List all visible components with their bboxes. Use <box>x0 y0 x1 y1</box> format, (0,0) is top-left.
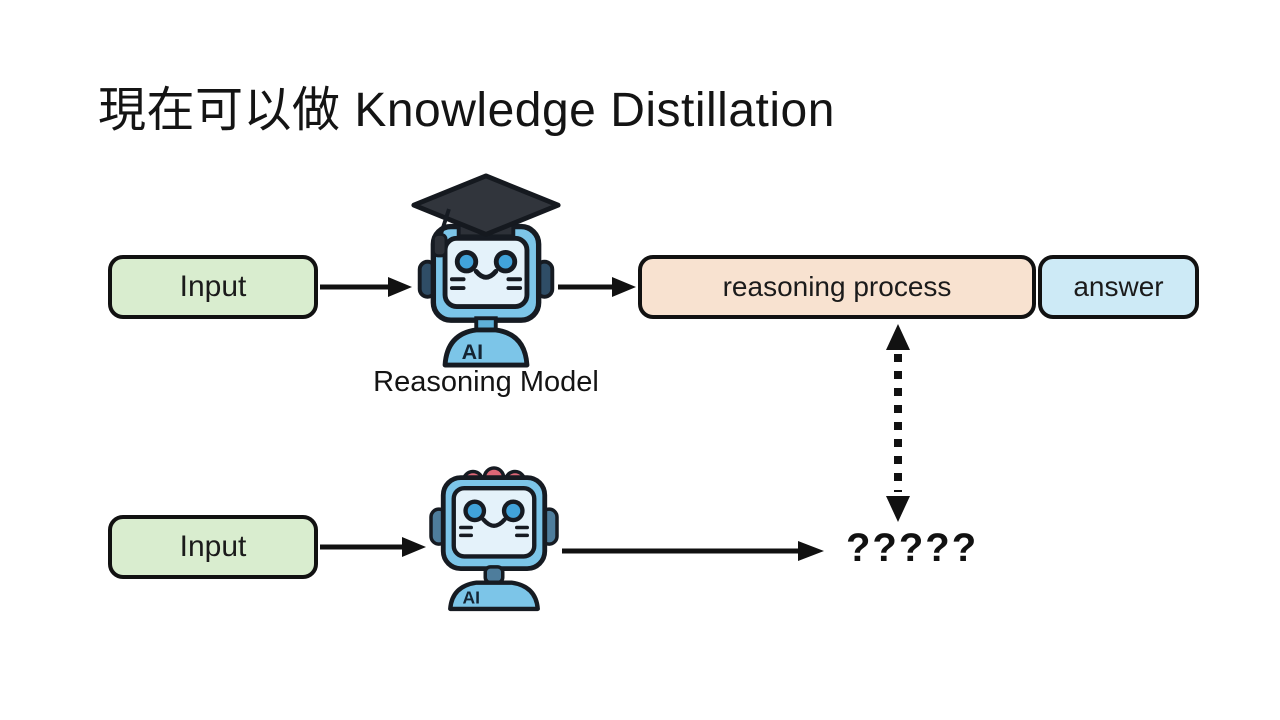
student-robot-ai-badge: AI <box>463 588 481 608</box>
arrow-reasoning-model-to-output-icon <box>558 277 636 297</box>
reasoning-model-caption: Reasoning Model <box>373 366 599 398</box>
input-box-top-label: Input <box>179 270 247 303</box>
answer-box: answer <box>1038 255 1199 319</box>
input-box-top: Input <box>108 255 318 319</box>
slide-title: 現在可以做 Knowledge Distillation <box>98 84 835 137</box>
dotted-comparison-double-arrow-icon <box>886 324 910 522</box>
teacher-robot-graduation-cap-icon: AI <box>411 173 561 368</box>
arrow-input-to-reasoning-model-icon <box>320 277 412 297</box>
unknown-output-text: ????? <box>846 526 979 570</box>
teacher-robot-ai-badge: AI <box>462 340 483 364</box>
arrow-student-model-to-unknown-icon <box>562 541 824 561</box>
student-robot-icon: AI <box>429 466 559 612</box>
reasoning-process-box: reasoning process <box>638 255 1036 319</box>
reasoning-process-label: reasoning process <box>722 271 952 302</box>
answer-label: answer <box>1073 271 1164 302</box>
arrow-input-to-student-model-icon <box>320 537 426 557</box>
input-box-bottom: Input <box>108 515 318 579</box>
input-box-bottom-label: Input <box>179 530 247 563</box>
